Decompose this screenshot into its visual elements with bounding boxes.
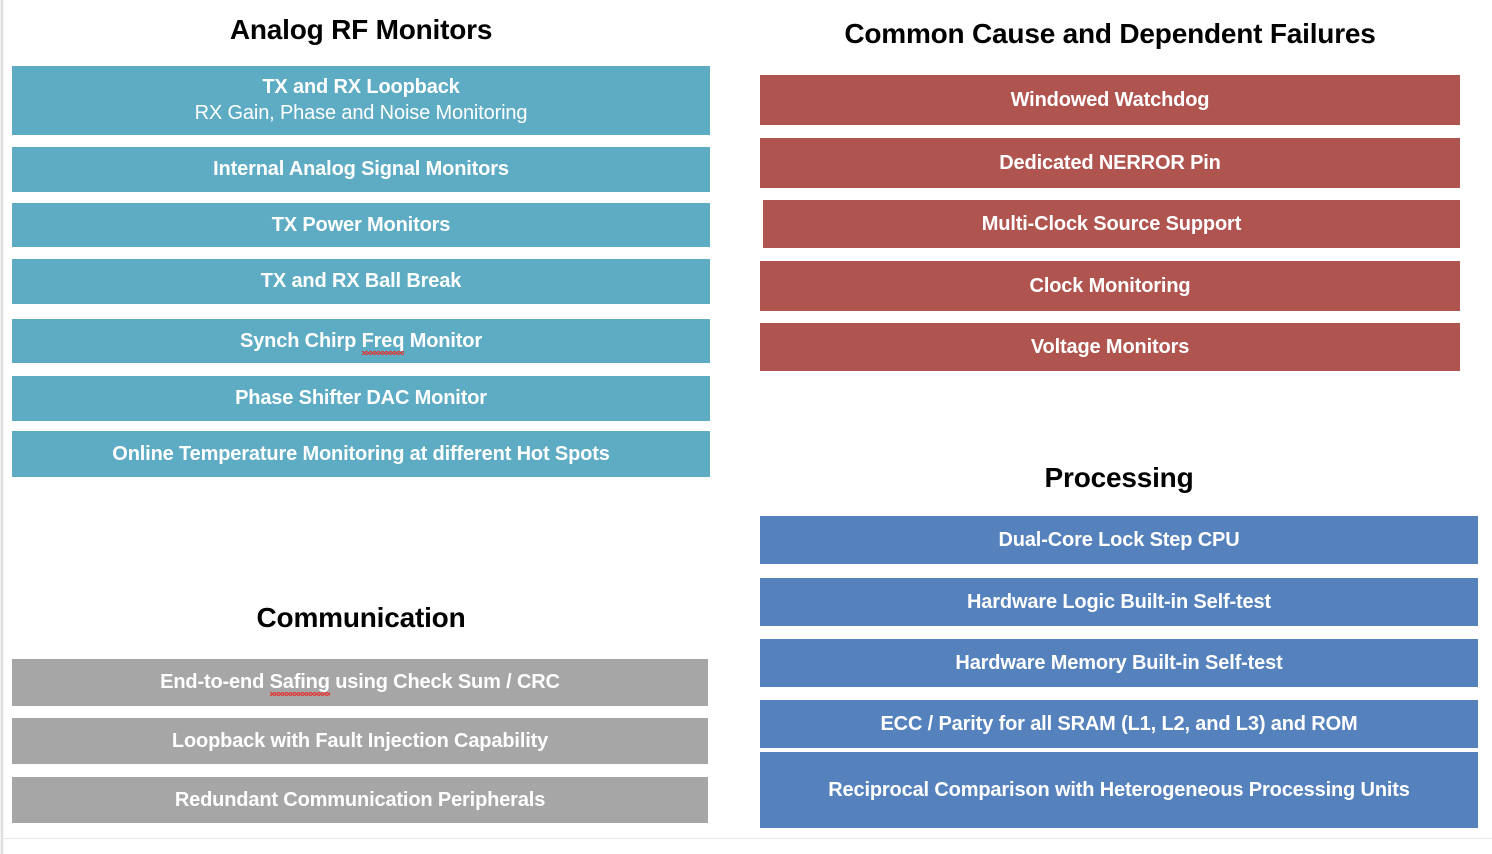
slide-bottom-edge-divider xyxy=(4,838,1492,839)
bar-analog-rf-2-label: TX Power Monitors xyxy=(271,213,451,236)
bar-analog-rf-3[interactable]: TX and RX Ball Break xyxy=(12,259,710,304)
bar-processing-1-label: Hardware Logic Built-in Self-test xyxy=(967,590,1271,613)
bar-analog-rf-6[interactable]: Online Temperature Monitoring at differe… xyxy=(12,431,710,477)
bar-communication-2[interactable]: Redundant Communication Peripherals xyxy=(12,777,708,823)
bar-communication-0-label: End-to-end Safing using Check Sum / CRC xyxy=(160,671,560,693)
bar-processing-2[interactable]: Hardware Memory Built-in Self-test xyxy=(760,639,1478,687)
bar-communication-1[interactable]: Loopback with Fault Injection Capability xyxy=(12,718,708,764)
bar-communication-2-label: Redundant Communication Peripherals xyxy=(174,788,546,811)
bar-analog-rf-5-label: Phase Shifter DAC Monitor xyxy=(235,387,487,409)
bar-analog-rf-1[interactable]: Internal Analog Signal Monitors xyxy=(12,147,710,192)
group-title-analog-rf-monitors: Analog RF Monitors xyxy=(229,14,493,45)
bar-common-cause-4-label: Voltage Monitors xyxy=(1030,335,1190,358)
bar-analog-rf-2[interactable]: TX Power Monitors xyxy=(12,203,710,247)
bar-analog-rf-0-label: TX and RX Loopback xyxy=(262,75,460,98)
bar-analog-rf-4[interactable]: Synch Chirp Freq Monitor xyxy=(12,319,710,363)
bar-analog-rf-5[interactable]: Phase Shifter DAC Monitor xyxy=(12,376,710,421)
bar-communication-0[interactable]: End-to-end Safing using Check Sum / CRC xyxy=(12,659,708,706)
misspelled-word-freq: Freq xyxy=(361,329,405,352)
bar-analog-rf-1-label: Internal Analog Signal Monitors xyxy=(213,158,509,180)
bar-analog-rf-3-label: TX and RX Ball Break xyxy=(260,270,462,292)
bar-processing-3-label: ECC / Parity for all SRAM (L1, L2, and L… xyxy=(880,712,1358,735)
bar-processing-2-label: Hardware Memory Built-in Self-test xyxy=(955,651,1283,674)
group-title-processing: Processing xyxy=(1044,462,1194,493)
bar-processing-4-label: Reciprocal Comparison with Heterogeneous… xyxy=(828,778,1410,801)
bar-analog-rf-0[interactable]: TX and RX Loopback RX Gain, Phase and No… xyxy=(12,66,710,135)
misspelled-word-safing: Safing xyxy=(269,671,330,693)
bar-processing-3[interactable]: ECC / Parity for all SRAM (L1, L2, and L… xyxy=(760,700,1478,748)
bar-common-cause-1[interactable]: Dedicated NERROR Pin xyxy=(760,138,1460,188)
group-title-communication: Communication xyxy=(256,602,466,633)
bar-common-cause-2[interactable]: Multi-Clock Source Support xyxy=(763,200,1460,248)
bar-analog-rf-0-sublabel: RX Gain, Phase and Noise Monitoring xyxy=(194,101,528,124)
group-title-common-cause-and-dependent-failures: Common Cause and Dependent Failures xyxy=(844,18,1376,49)
bar-common-cause-0-label: Windowed Watchdog xyxy=(1010,88,1210,111)
slide-left-edge-divider xyxy=(0,0,4,854)
bar-analog-rf-6-label: Online Temperature Monitoring at differe… xyxy=(112,442,610,465)
bar-common-cause-0[interactable]: Windowed Watchdog xyxy=(760,75,1460,125)
bar-processing-1[interactable]: Hardware Logic Built-in Self-test xyxy=(760,578,1478,626)
bar-processing-0[interactable]: Dual-Core Lock Step CPU xyxy=(760,516,1478,564)
bar-processing-4[interactable]: Reciprocal Comparison with Heterogeneous… xyxy=(760,752,1478,828)
bar-common-cause-2-label: Multi-Clock Source Support xyxy=(981,212,1242,235)
bar-common-cause-1-label: Dedicated NERROR Pin xyxy=(999,151,1221,174)
bar-common-cause-3-label: Clock Monitoring xyxy=(1029,274,1191,297)
bar-common-cause-3[interactable]: Clock Monitoring xyxy=(760,261,1460,311)
bar-analog-rf-4-label: Synch Chirp Freq Monitor xyxy=(240,329,482,352)
bar-communication-1-label: Loopback with Fault Injection Capability xyxy=(171,729,549,752)
bar-processing-0-label: Dual-Core Lock Step CPU xyxy=(998,528,1240,551)
bar-common-cause-4[interactable]: Voltage Monitors xyxy=(760,323,1460,371)
